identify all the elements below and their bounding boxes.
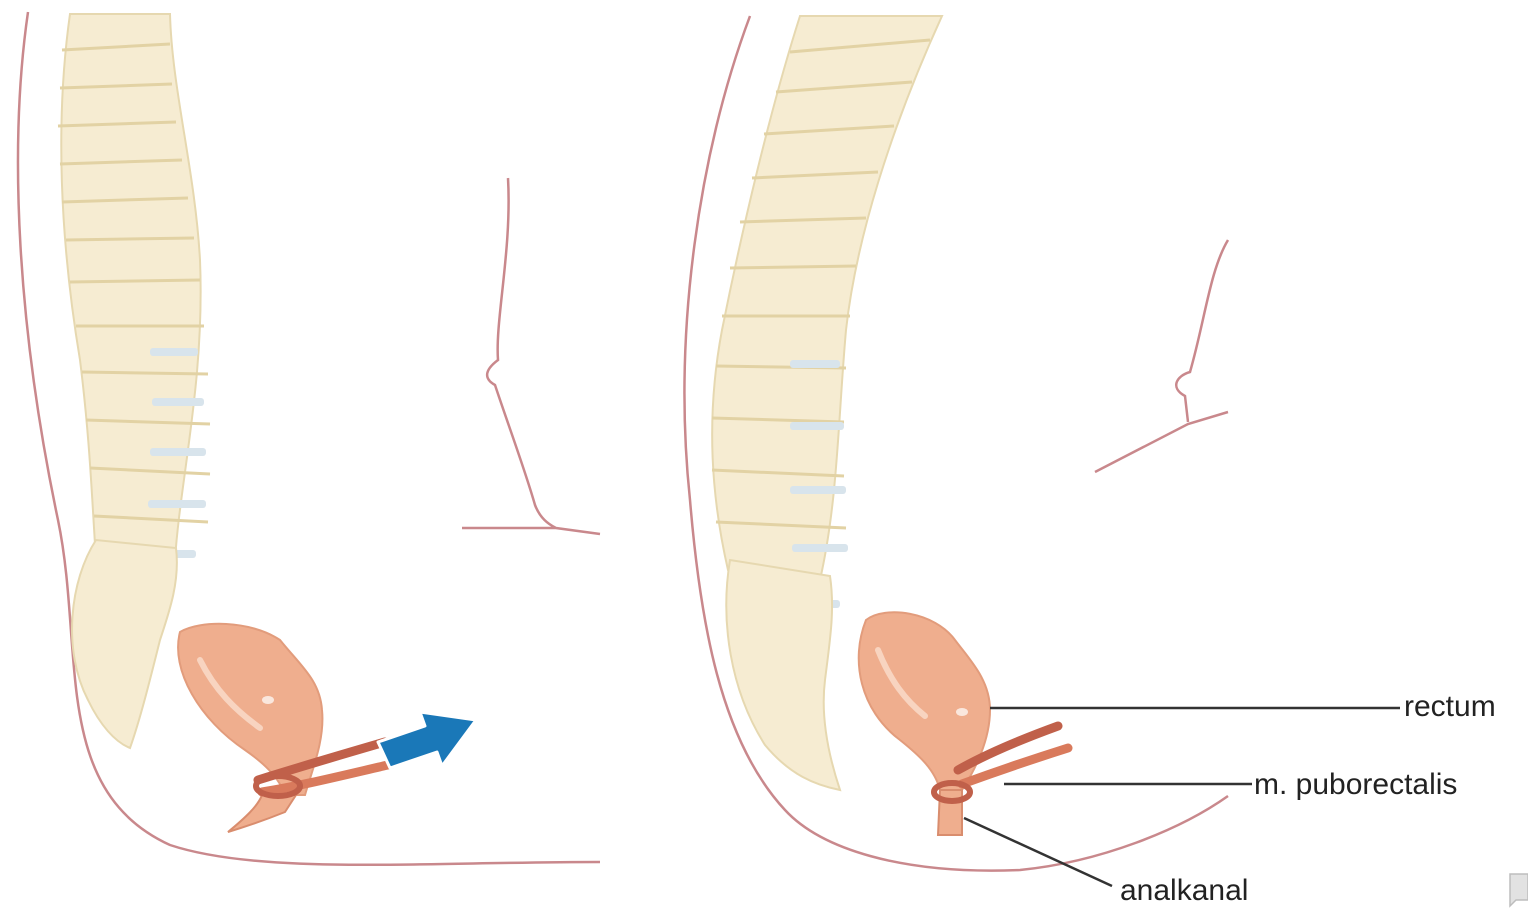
speech-bubble-icon[interactable] <box>1510 874 1528 906</box>
analkanal-label: analkanal <box>1120 874 1248 907</box>
right-abdomen-outline <box>1095 240 1228 472</box>
puborectalis-label: m. puborectalis <box>1254 768 1457 801</box>
left-abdomen-outline <box>462 178 600 534</box>
blue-arrow-icon <box>378 712 476 768</box>
analkanal-leader-line <box>964 818 1112 886</box>
rectum-label: rectum <box>1404 690 1496 723</box>
left-anal-canal <box>228 795 296 832</box>
right-panel: rectum m. puborectalis analkanal <box>685 16 1496 907</box>
left-panel <box>18 12 600 865</box>
